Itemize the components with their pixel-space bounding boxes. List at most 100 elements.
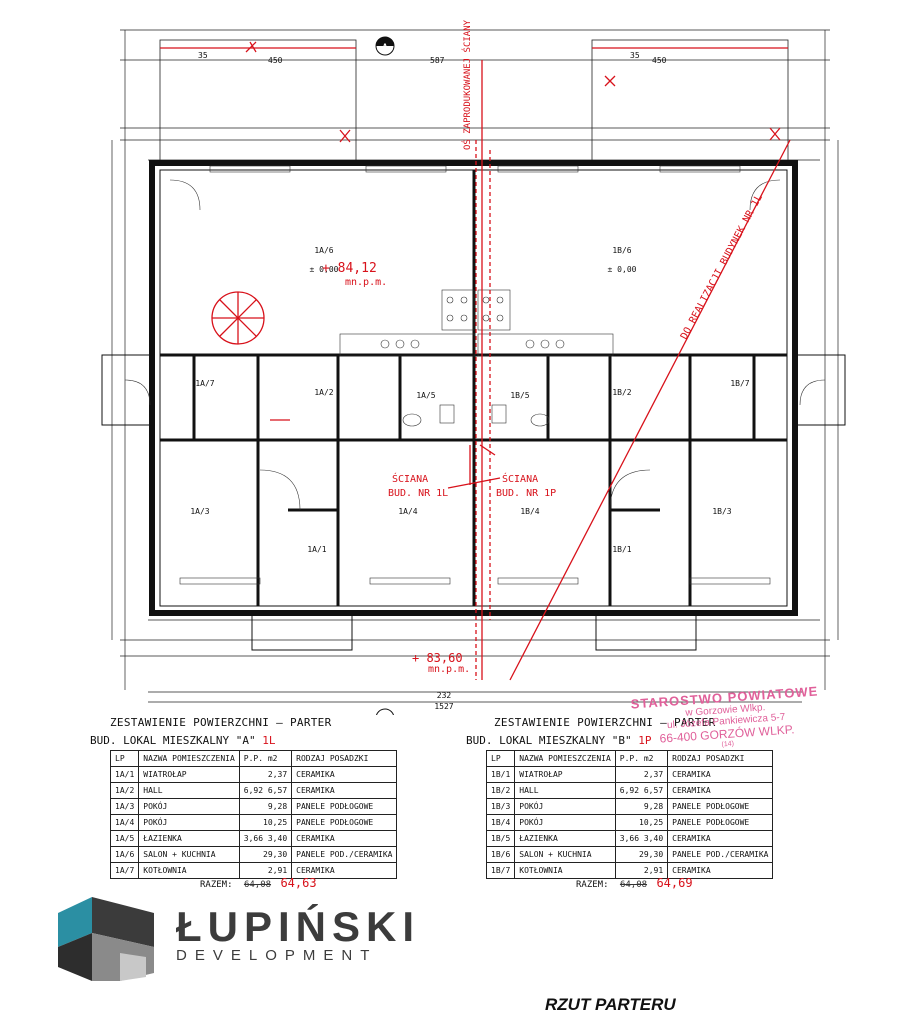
cell: 1A/6 <box>109 846 140 863</box>
table-a-total-label: RAZEM: <box>200 880 233 890</box>
table-a-col-name: NAZWA POMIESZCZENIA <box>138 750 240 767</box>
table-a-subtitle: BUD. LOKAL MIESZKALNY "A" 1L <box>90 734 275 747</box>
cell: POKÓJ <box>138 814 240 831</box>
room-1a2: 1A/2 <box>314 388 333 397</box>
table-b-total-new: 64,69 <box>656 876 693 890</box>
room-1a7: 1A/7 <box>195 379 214 388</box>
brand-logo-icon <box>58 897 154 981</box>
cell: 6,92 6,57 <box>614 782 669 799</box>
terraces <box>159 39 789 163</box>
room-1a3: 1A/3 <box>190 507 209 516</box>
table-b-col-lp: LP <box>485 750 516 767</box>
cell: CERAMIKA <box>667 830 774 847</box>
cell: PANELE PODŁOGOWE <box>291 814 398 831</box>
red-wall-b-2: BUD. NR 1P <box>496 488 556 499</box>
cell: ŁAZIENKA <box>138 830 240 847</box>
top-dimensions: 35 450 587 35 450 <box>198 51 667 65</box>
cell: CERAMIKA <box>667 782 774 799</box>
cell: CERAMIKA <box>291 766 398 783</box>
cell: 1A/2 <box>109 782 140 799</box>
table-b-total: RAZEM: 64,08 64,69 <box>576 876 693 890</box>
room-labels-a: 1A/6 ± 0,00 1A/7 1A/2 1A/5 1A/3 1A/4 1A/… <box>190 246 435 554</box>
cell: 9,28 <box>614 798 669 815</box>
cell: CERAMIKA <box>291 830 398 847</box>
cell: 3,66 3,40 <box>238 830 293 847</box>
table-b-subtitle: BUD. LOKAL MIESZKALNY "B" 1P <box>466 734 651 747</box>
red-level-a-unit: mn.p.m. <box>345 277 387 288</box>
cell: 1A/1 <box>109 766 140 783</box>
bottom-dimensions: 232 1527 <box>434 691 453 711</box>
interior-details <box>124 165 826 585</box>
table-a-subtitle-red: 1L <box>262 734 276 747</box>
room-1b2: 1B/2 <box>612 388 631 397</box>
room-1b7: 1B/7 <box>730 379 749 388</box>
cell: CERAMIKA <box>291 782 398 799</box>
section-marker-bottom: A <box>375 708 395 715</box>
cell: 3,66 3,40 <box>614 830 669 847</box>
room-1b4: 1B/4 <box>520 507 539 516</box>
dim-35-b: 35 <box>630 51 640 60</box>
cell: 1B/5 <box>485 830 516 847</box>
room-1a6: 1A/6 <box>314 246 333 255</box>
cell: PANELE POD./CERAMIKA <box>667 846 774 863</box>
dim-450-a: 450 <box>268 56 283 65</box>
cell: HALL <box>138 782 240 799</box>
red-axis-note: OŚ ZAPRODUKOWANEJ ŚCIANY <box>461 19 473 150</box>
brand-name: ŁUPIŃSKI <box>176 903 421 950</box>
cell: 9,28 <box>238 798 293 815</box>
cell: CERAMIKA <box>667 766 774 783</box>
cell: 1A/3 <box>109 798 140 815</box>
dim-232: 232 <box>437 691 452 700</box>
cell: 2,91 <box>614 862 669 879</box>
floor-plan-drawing: A A 35 450 587 35 450 1A/6 ± 0,00 1A/7 1… <box>101 19 846 715</box>
cell: CERAMIKA <box>667 862 774 879</box>
table-b-col-floor: RODZAJ POSADZKI <box>667 750 774 767</box>
room-1b3: 1B/3 <box>712 507 731 516</box>
cell: 1B/4 <box>485 814 516 831</box>
table-a-title: ZESTAWIENIE POWIERZCHNI – PARTER <box>110 716 332 729</box>
table-b-total-label: RAZEM: <box>576 880 609 890</box>
table-b-subtitle-text: BUD. LOKAL MIESZKALNY "B" <box>466 734 632 747</box>
table-b-col-name: NAZWA POMIESZCZENIA <box>514 750 616 767</box>
table-a-subtitle-text: BUD. LOKAL MIESZKALNY "A" <box>90 734 256 747</box>
table-a-col-lp: LP <box>109 750 140 767</box>
cell: 1B/3 <box>485 798 516 815</box>
table-a-col-area: P.P. m2 <box>238 750 293 767</box>
red-level-a: + 84,12 <box>322 261 377 276</box>
red-wall-b-1: ŚCIANA <box>502 472 538 485</box>
brand-subtitle: DEVELOPMENT <box>176 947 378 964</box>
room-1a4: 1A/4 <box>398 507 417 516</box>
cell: PANELE PODŁOGOWE <box>667 814 774 831</box>
cell: POKÓJ <box>138 798 240 815</box>
cell: 1B/2 <box>485 782 516 799</box>
table-a: LP NAZWA POMIESZCZENIA P.P. m2 RODZAJ PO… <box>109 750 398 879</box>
table-a-total: RAZEM: 64,08 64,63 <box>200 876 317 890</box>
dim-587: 587 <box>430 56 445 65</box>
cell: PANELE PODŁOGOWE <box>291 798 398 815</box>
red-notes: + 84,12 mn.p.m. + 83,60 mn.p.m. ŚCIANA B… <box>322 19 765 675</box>
cell: 1A/5 <box>109 830 140 847</box>
cell: PANELE POD./CERAMIKA <box>291 846 398 863</box>
room-1a1: 1A/1 <box>307 545 326 554</box>
side-bumps <box>101 354 846 651</box>
red-level-b: + 83,60 <box>412 651 463 665</box>
table-a-total-new: 64,63 <box>280 876 317 890</box>
cell: POKÓJ <box>514 814 616 831</box>
cell: 1A/4 <box>109 814 140 831</box>
cell: 2,37 <box>238 766 293 783</box>
cell: 1A/7 <box>109 862 140 879</box>
table-b: LP NAZWA POMIESZCZENIA P.P. m2 RODZAJ PO… <box>485 750 774 879</box>
cell: 2,37 <box>614 766 669 783</box>
table-b-title: ZESTAWIENIE POWIERZCHNI – PARTER <box>494 716 716 729</box>
red-wall-a-2: BUD. NR 1L <box>388 488 448 499</box>
cell: 1B/6 <box>485 846 516 863</box>
room-1b6-level: ± 0,00 <box>608 265 637 274</box>
